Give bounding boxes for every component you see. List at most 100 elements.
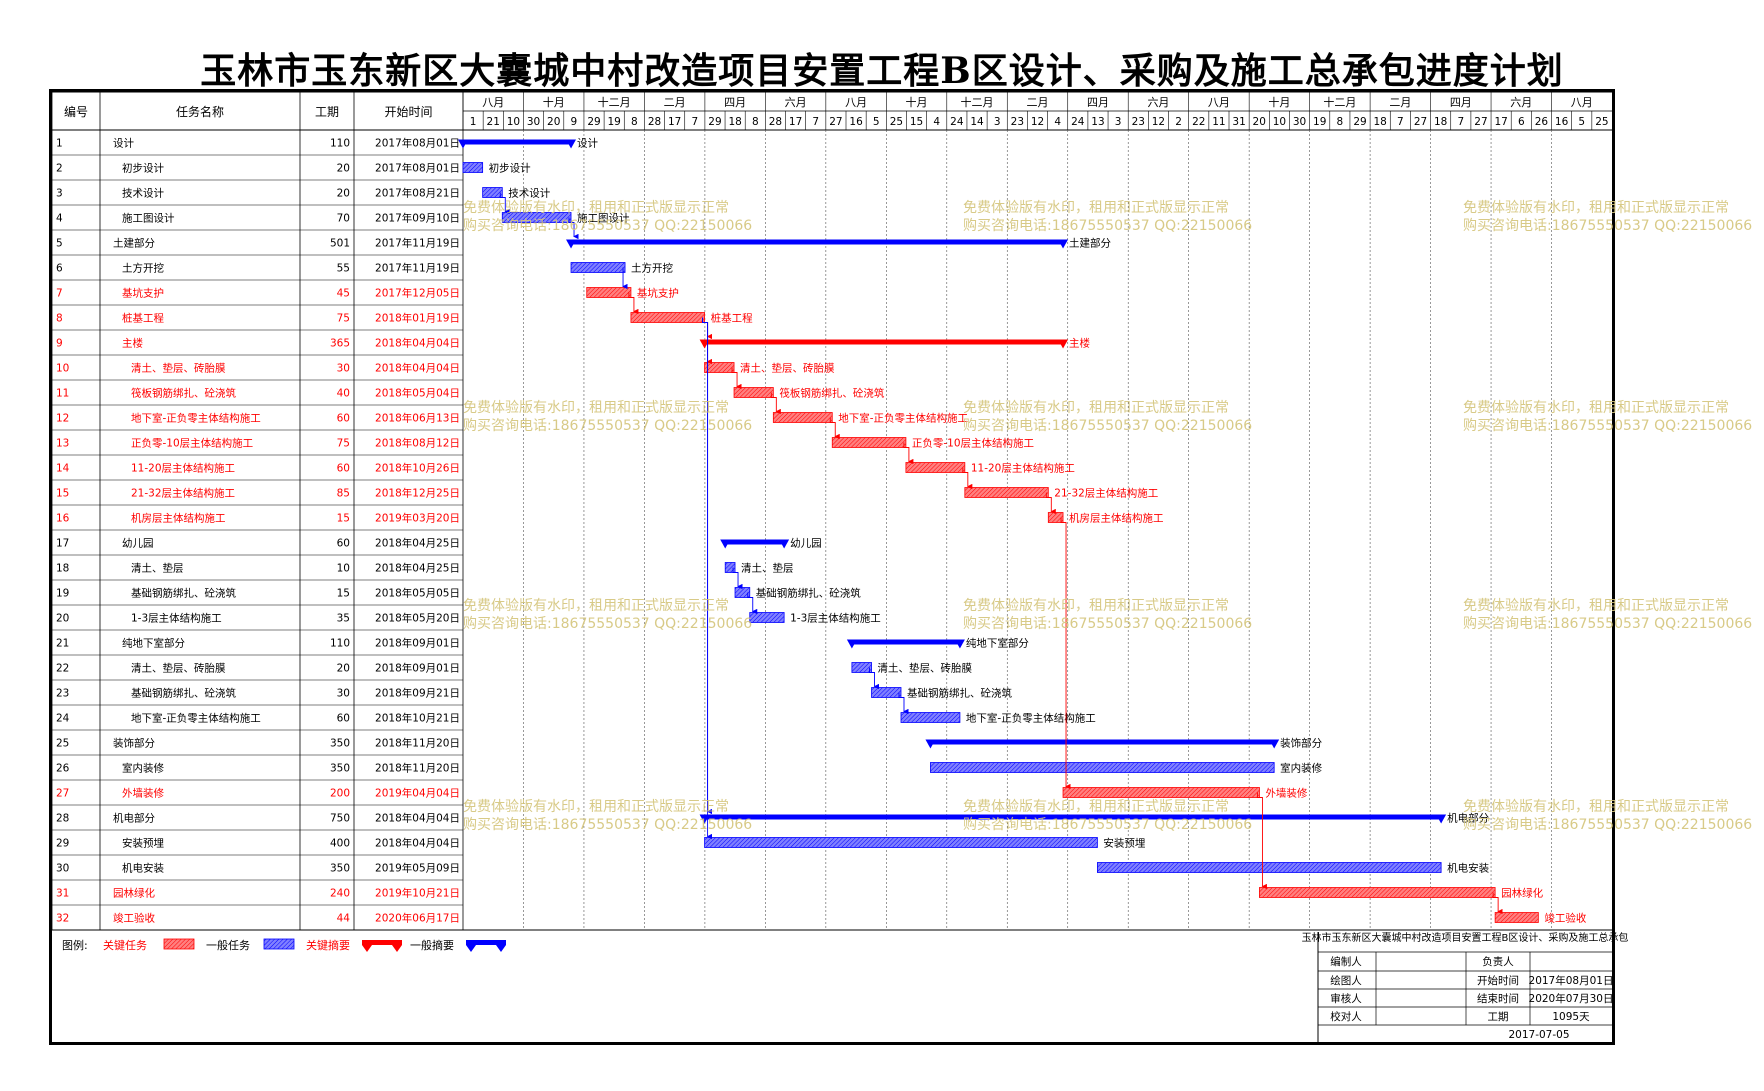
day-label: 27 — [1474, 116, 1487, 128]
task-name[interactable]: 基础钢筋绑扎、砼浇筑 — [131, 687, 236, 700]
task-name[interactable]: 清土、垫层 — [131, 562, 184, 575]
task-bar[interactable] — [1097, 862, 1442, 873]
task-name[interactable]: 基础钢筋绑扎、砼浇筑 — [131, 587, 236, 600]
task-name[interactable]: 室内装修 — [122, 762, 164, 775]
task-name[interactable]: 装饰部分 — [113, 737, 155, 750]
task-bar[interactable] — [724, 562, 736, 573]
task-duration: 60 — [337, 413, 350, 425]
task-start: 2017年08月21日 — [375, 187, 460, 200]
task-bar[interactable] — [1062, 787, 1260, 798]
task-bar[interactable] — [501, 212, 572, 223]
task-name[interactable]: 初步设计 — [122, 162, 164, 175]
task-duration: 750 — [330, 813, 350, 825]
task-name[interactable]: 21-32层主体结构施工 — [131, 487, 235, 500]
watermark-text: 购买咨询电话:18675550537 QQ:22150066 — [963, 616, 1252, 632]
dependency-link — [499, 192, 510, 215]
legend-critical-task-swatch — [163, 938, 195, 950]
task-id: 19 — [56, 588, 69, 600]
task-name[interactable]: 土建部分 — [113, 237, 155, 250]
task-bar[interactable] — [964, 487, 1049, 498]
task-name[interactable]: 施工图设计 — [122, 212, 175, 225]
task-bar[interactable] — [630, 312, 705, 323]
task-name[interactable]: 竣工验收 — [113, 912, 155, 925]
task-bar[interactable] — [900, 712, 961, 723]
task-bar[interactable] — [704, 837, 1098, 848]
task-name[interactable]: 机电安装 — [122, 862, 164, 875]
task-bar[interactable] — [704, 362, 735, 373]
task-id: 27 — [56, 788, 69, 800]
task-name[interactable]: 土方开挖 — [122, 262, 164, 275]
day-label: 27 — [1414, 116, 1427, 128]
bar-label: 清土、垫层、砖胎膜 — [740, 362, 835, 375]
task-name[interactable]: 基坑支护 — [122, 287, 164, 300]
task-name[interactable]: 清土、垫层、砖胎膜 — [131, 662, 226, 675]
task-name[interactable]: 机房层主体结构施工 — [131, 512, 226, 525]
task-bar[interactable] — [851, 662, 872, 673]
day-label: 17 — [668, 116, 681, 128]
task-name[interactable]: 机电部分 — [113, 812, 155, 825]
day-label: 27 — [829, 116, 842, 128]
bar-label: 清土、垫层、砖胎膜 — [878, 662, 973, 675]
task-bar[interactable] — [1494, 912, 1539, 923]
task-name[interactable]: 安装预埋 — [122, 837, 164, 850]
task-bar[interactable] — [905, 462, 966, 473]
summary-start-marker — [846, 639, 857, 649]
task-name[interactable]: 桩基工程 — [122, 312, 164, 325]
task-bar[interactable] — [749, 612, 785, 623]
summary-bar[interactable] — [851, 639, 960, 645]
task-name[interactable]: 设计 — [113, 137, 134, 150]
task-bar[interactable] — [871, 687, 902, 698]
task-name[interactable]: 清土、垫层、砖胎膜 — [131, 362, 226, 375]
task-name[interactable]: 筏板钢筋绑扎、砼浇筑 — [131, 387, 236, 400]
summary-bar[interactable] — [704, 814, 1442, 820]
dependency-link — [747, 592, 758, 615]
day-label: 11 — [1212, 116, 1225, 128]
task-bar[interactable] — [482, 187, 503, 198]
task-bar[interactable] — [733, 387, 774, 398]
day-label: 7 — [812, 116, 819, 128]
bar-label: 装饰部分 — [1280, 737, 1322, 750]
task-bar[interactable] — [772, 412, 833, 423]
task-name[interactable]: 纯地下室部分 — [122, 637, 185, 650]
task-name[interactable]: 1-3层主体结构施工 — [131, 612, 222, 625]
watermark-text: 购买咨询电话:18675550537 QQ:22150066 — [463, 817, 752, 833]
task-name[interactable]: 11-20层主体结构施工 — [131, 462, 235, 475]
task-start: 2018年10月26日 — [375, 462, 460, 475]
summary-bar[interactable] — [463, 139, 572, 145]
task-bar[interactable] — [930, 762, 1275, 773]
column-header-duration: 工期 — [315, 105, 339, 119]
legend-critical-summary-swatch — [362, 940, 402, 952]
task-name[interactable]: 幼儿园 — [122, 537, 154, 550]
legend-critical-summary: 关键摘要 — [306, 938, 350, 952]
summary-bar[interactable] — [725, 539, 785, 545]
task-id: 8 — [56, 313, 63, 325]
task-bar[interactable] — [462, 162, 484, 173]
summary-bar[interactable] — [571, 239, 1064, 245]
task-name[interactable]: 正负零-10层主体结构施工 — [131, 437, 253, 450]
task-duration: 15 — [337, 513, 350, 525]
summary-start-marker — [566, 239, 577, 249]
info-key: 开始时间 — [1477, 974, 1519, 987]
task-name[interactable]: 地下室-正负零主体结构施工 — [131, 412, 261, 425]
task-id: 23 — [56, 688, 69, 700]
task-name[interactable]: 地下室-正负零主体结构施工 — [131, 712, 261, 725]
summary-bar[interactable] — [704, 339, 1064, 345]
task-name[interactable]: 园林绿化 — [113, 887, 155, 900]
task-name[interactable]: 主楼 — [122, 337, 143, 350]
task-bar[interactable] — [831, 437, 907, 448]
watermark-text: 免费体验版有水印，租用和正式版显示正常 — [963, 400, 1229, 416]
task-duration: 60 — [337, 538, 350, 550]
task-start: 2018年11月20日 — [375, 762, 460, 775]
summary-bar[interactable] — [930, 739, 1275, 745]
task-name[interactable]: 技术设计 — [122, 187, 164, 200]
task-bar[interactable] — [570, 262, 626, 273]
day-label: 26 — [1535, 116, 1549, 128]
task-bar[interactable] — [1259, 887, 1496, 898]
info-title: 玉林市玉东新区大囊城中村改造项目安置工程B区设计、采购及施工总承包 — [1302, 931, 1629, 944]
task-name[interactable]: 外墙装修 — [122, 787, 164, 800]
task-duration: 40 — [337, 388, 350, 400]
day-label: 8 — [631, 116, 638, 128]
watermark-text: 购买咨询电话:18675550537 QQ:22150066 — [1463, 817, 1752, 833]
task-bar[interactable] — [586, 287, 632, 298]
